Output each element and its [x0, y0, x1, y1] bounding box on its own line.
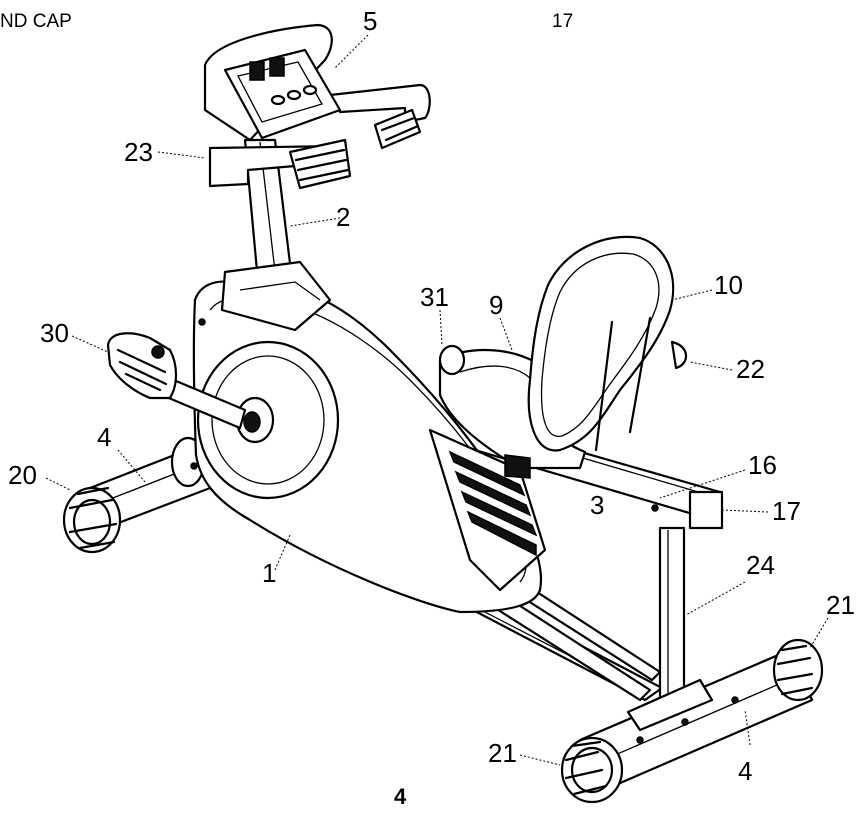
callout-20: 20: [8, 460, 37, 490]
handlebar: [208, 83, 431, 190]
front-end-cap: [62, 486, 122, 554]
page-number: 4: [394, 784, 407, 809]
flywheel-cover: [196, 340, 340, 500]
handlebar-stem: [220, 138, 332, 332]
callout-31: 31: [420, 282, 449, 312]
backrest: [527, 235, 688, 452]
callout-30: 30: [40, 318, 69, 348]
callout-2: 2: [336, 202, 351, 232]
header-left-text: ND CAP: [0, 11, 72, 32]
rear-end-caps: [560, 638, 824, 804]
callout-3: 3: [590, 490, 605, 520]
callout-23: 23: [124, 137, 153, 167]
header-right-text: 17: [552, 11, 574, 32]
callout-5: 5: [363, 6, 378, 36]
callout-17: 17: [772, 496, 801, 526]
crank-and-pedal: [106, 332, 247, 430]
console: [203, 23, 342, 142]
callout-24: 24: [746, 550, 775, 580]
rear-support-post: [658, 526, 686, 702]
callout-9: 9: [489, 290, 504, 320]
callout-10: 10: [714, 270, 743, 300]
leader-lines: [45, 34, 829, 766]
callout-21-left: 21: [488, 738, 517, 768]
callout-1: 1: [262, 558, 277, 588]
callout-21-right: 21: [826, 590, 855, 620]
callout-16: 16: [748, 450, 777, 480]
callout-22: 22: [736, 354, 765, 384]
callout-4-rear: 4: [738, 756, 753, 786]
callout-4-front: 4: [97, 422, 112, 452]
